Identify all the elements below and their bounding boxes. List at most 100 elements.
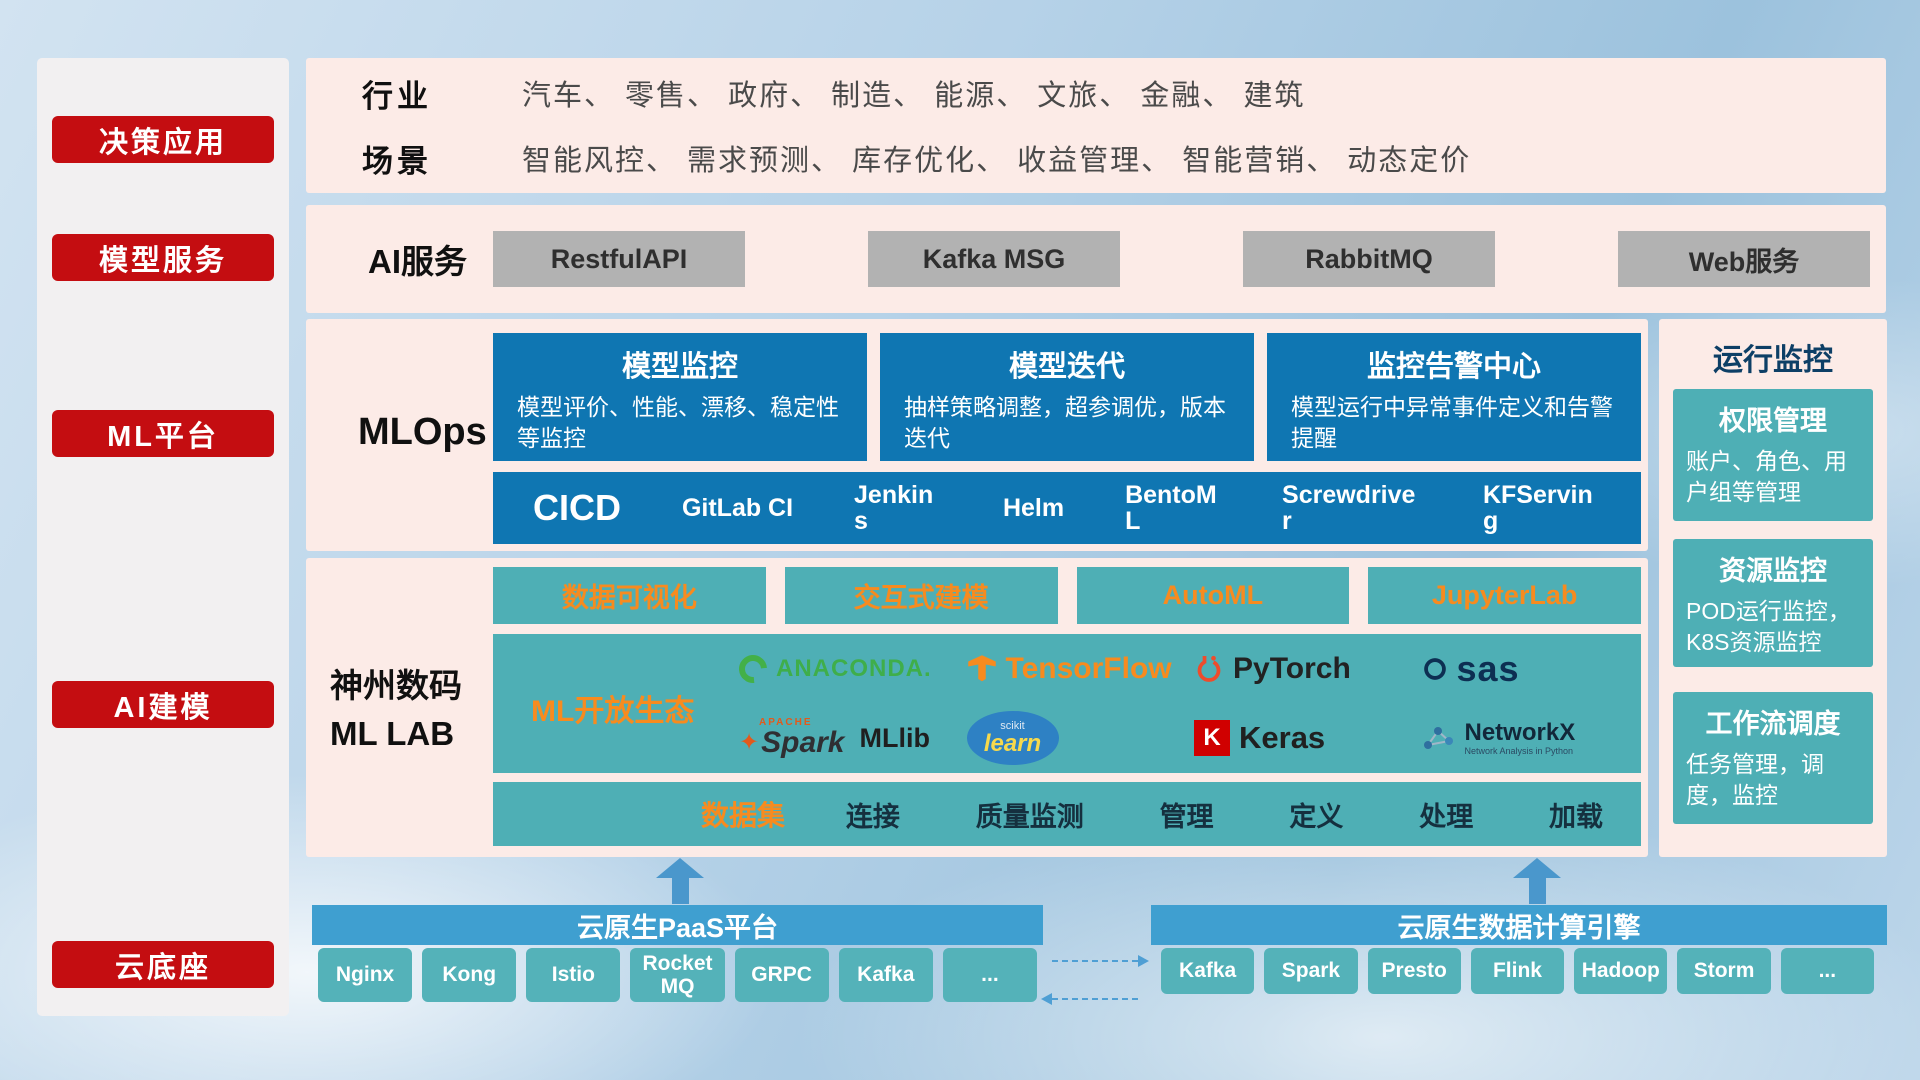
paas-buttons: Nginx Kong Istio RocketMQ GRPC Kafka ... (318, 948, 1037, 1002)
dataset-item-quality: 质量监测 (975, 801, 1084, 832)
up-arrow-paas (656, 858, 704, 904)
bentoml-item: BentoML (1125, 480, 1217, 535)
spark-wordmark: Spark (761, 726, 845, 760)
screwdriver-item: Screwdriver (1282, 480, 1416, 535)
industry-scenario-panel: 行业 汽车、 零售、 政府、 制造、 能源、 文旅、 金融、 建筑 场景 智能风… (306, 58, 1886, 193)
card-title: 模型监控 (621, 351, 738, 383)
networkx-wordmark-block: NetworkX Network Analysis in Python (1464, 719, 1576, 756)
data-engine-header: 云原生数据计算引擎 (1151, 905, 1887, 945)
istio-button: Istio (526, 948, 621, 1002)
card-desc: POD运行监控，K8S资源监控 (1686, 598, 1851, 656)
card-title: 权限管理 (1719, 406, 1827, 436)
card-title: 资源监控 (1719, 556, 1827, 586)
runtime-monitoring-panel: 运行监控 权限管理 账户、角色、用户组等管理 资源监控 POD运行监控，K8S资… (1659, 319, 1887, 857)
mllab-label: 神州数码 ML LAB (330, 662, 462, 758)
ml-ecosystem-block: ML开放生态 ANACONDA. TensorFlow (493, 634, 1641, 773)
keras-icon: K (1194, 720, 1230, 757)
arrow-stem (671, 878, 689, 904)
dataset-bar: 数据集 连接 质量监测 管理 定义 处理 加载 (493, 782, 1641, 846)
resource-monitoring-card: 资源监控 POD运行监控，K8S资源监控 (1673, 539, 1873, 667)
spark-button: Spark (1264, 948, 1358, 994)
sas-swirl-icon (1423, 657, 1446, 680)
data-visualization-button: 数据可视化 (493, 567, 766, 624)
pytorch-logo: PyTorch (1186, 652, 1414, 686)
scikit-learn-logo: scikit learn (959, 711, 1187, 766)
presto-button: Presto (1367, 948, 1461, 994)
dashed-arrow-right (1052, 955, 1149, 967)
ecosystem-logos: ANACONDA. TensorFlow PyTorch (731, 634, 1641, 773)
jupyterlab-button: JupyterLab (1368, 567, 1641, 624)
up-arrow-engine (1513, 858, 1561, 904)
storm-button: Storm (1677, 948, 1771, 994)
apache-label: APACHE (759, 717, 813, 729)
scenario-row: 场景 智能风控、 需求预测、 库存优化、 收益管理、 智能营销、 动态定价 (362, 136, 1886, 181)
scenario-list: 智能风控、 需求预测、 库存优化、 收益管理、 智能营销、 动态定价 (522, 145, 1472, 177)
card-desc: 任务管理，调度，监控 (1686, 751, 1824, 809)
pytorch-icon (1197, 655, 1221, 682)
networkx-logo: NetworkX Network Analysis in Python (1414, 719, 1642, 756)
nginx-button: Nginx (318, 948, 413, 1002)
card-desc: 抽样策略调整，超参调优，版本迭代 (904, 394, 1226, 452)
networkx-subtitle: Network Analysis in Python (1464, 745, 1574, 756)
spark-wordmark-block: APACHE ✦ Spark (739, 718, 845, 758)
ai-service-buttons: RestfulAPI Kafka MSG RabbitMQ Web服务 (493, 231, 1870, 287)
spark-mllib-logo: APACHE ✦ Spark MLlib (731, 718, 959, 758)
jenkins-item: Jenkins (854, 480, 934, 535)
sidebar-item-model-services: 模型服务 (52, 234, 274, 281)
dataset-item-define: 定义 (1289, 801, 1344, 832)
model-monitoring-card: 模型监控 模型评价、性能、漂移、稳定性等监控 (493, 333, 867, 461)
workflow-scheduling-card: 工作流调度 任务管理，调度，监控 (1673, 692, 1873, 824)
mllab-label-line1: 神州数码 (330, 667, 462, 704)
card-desc: 模型评价、性能、漂移、稳定性等监控 (517, 394, 839, 452)
dataset-items: 连接 质量监测 管理 定义 处理 加载 (808, 795, 1641, 834)
mlops-label: MLOps (358, 411, 487, 453)
more-button: ... (942, 948, 1037, 1002)
arrow-head (656, 858, 704, 878)
sidebar-item-decision-apps: 决策应用 (52, 116, 274, 163)
learn-text: learn (983, 729, 1042, 757)
tensorflow-wordmark: TensorFlow (1005, 651, 1172, 685)
card-desc: 账户、角色、用户组等管理 (1686, 448, 1847, 506)
grpc-button: GRPC (734, 948, 829, 1002)
rabbitmq-button: RabbitMQ (1243, 231, 1495, 287)
spark-star-icon: ✦ (739, 729, 760, 757)
dataset-item-manage: 管理 (1159, 801, 1214, 832)
scenario-label: 场景 (362, 143, 432, 179)
dashed-arrow-left (1041, 993, 1138, 1005)
sidebar-item-cloud-base: 云底座 (52, 941, 274, 988)
mllab-panel: 神州数码 ML LAB 数据可视化 交互式建模 AutoML JupyterLa… (306, 558, 1648, 857)
anaconda-icon (733, 649, 773, 689)
runtime-monitoring-title: 运行监控 (1713, 344, 1833, 377)
sas-wordmark: sas (1456, 647, 1520, 689)
more-engine-button: ... (1780, 948, 1874, 994)
arrow-stem (1528, 878, 1546, 904)
gitlab-ci-item: GitLab CI (681, 493, 794, 522)
tensorflow-logo: TensorFlow (959, 652, 1187, 686)
kfserving-item: KFServing (1482, 480, 1593, 535)
anaconda-wordmark: ANACONDA. (776, 654, 932, 682)
hadoop-button: Hadoop (1574, 948, 1668, 994)
card-title: 模型迭代 (1008, 351, 1125, 383)
scikit-learn-icon: scikit learn (966, 711, 1059, 766)
mlops-cards: 模型监控 模型评价、性能、漂移、稳定性等监控 模型迭代 抽样策略调整，超参调优，… (493, 333, 1641, 461)
industry-list: 汽车、 零售、 政府、 制造、 能源、 文旅、 金融、 建筑 (522, 80, 1306, 112)
kafka-engine-button: Kafka (1161, 948, 1255, 994)
industry-label: 行业 (362, 78, 432, 114)
card-title: 监控告警中心 (1366, 351, 1541, 383)
kafka-msg-button: Kafka MSG (868, 231, 1120, 287)
anaconda-logo: ANACONDA. (731, 649, 959, 689)
dataset-label: 数据集 (700, 800, 785, 831)
mllab-label-line2: ML LAB (330, 714, 455, 752)
dataset-item-load: 加载 (1549, 801, 1604, 832)
card-desc: 模型运行中异常事件定义和告警提醒 (1291, 394, 1613, 452)
flink-button: Flink (1470, 948, 1565, 994)
ecosystem-title: ML开放生态 (531, 695, 695, 728)
industry-row: 行业 汽车、 零售、 政府、 制造、 能源、 文旅、 金融、 建筑 (362, 71, 1886, 116)
dataset-item-process: 处理 (1419, 801, 1474, 832)
model-iteration-card: 模型迭代 抽样策略调整，超参调优，版本迭代 (880, 333, 1254, 461)
paas-platform-header: 云原生PaaS平台 (312, 905, 1043, 945)
interactive-modeling-button: 交互式建模 (784, 567, 1058, 624)
ai-service-label: AI服务 (368, 243, 467, 280)
mllab-feature-buttons: 数据可视化 交互式建模 AutoML JupyterLab (493, 567, 1641, 624)
